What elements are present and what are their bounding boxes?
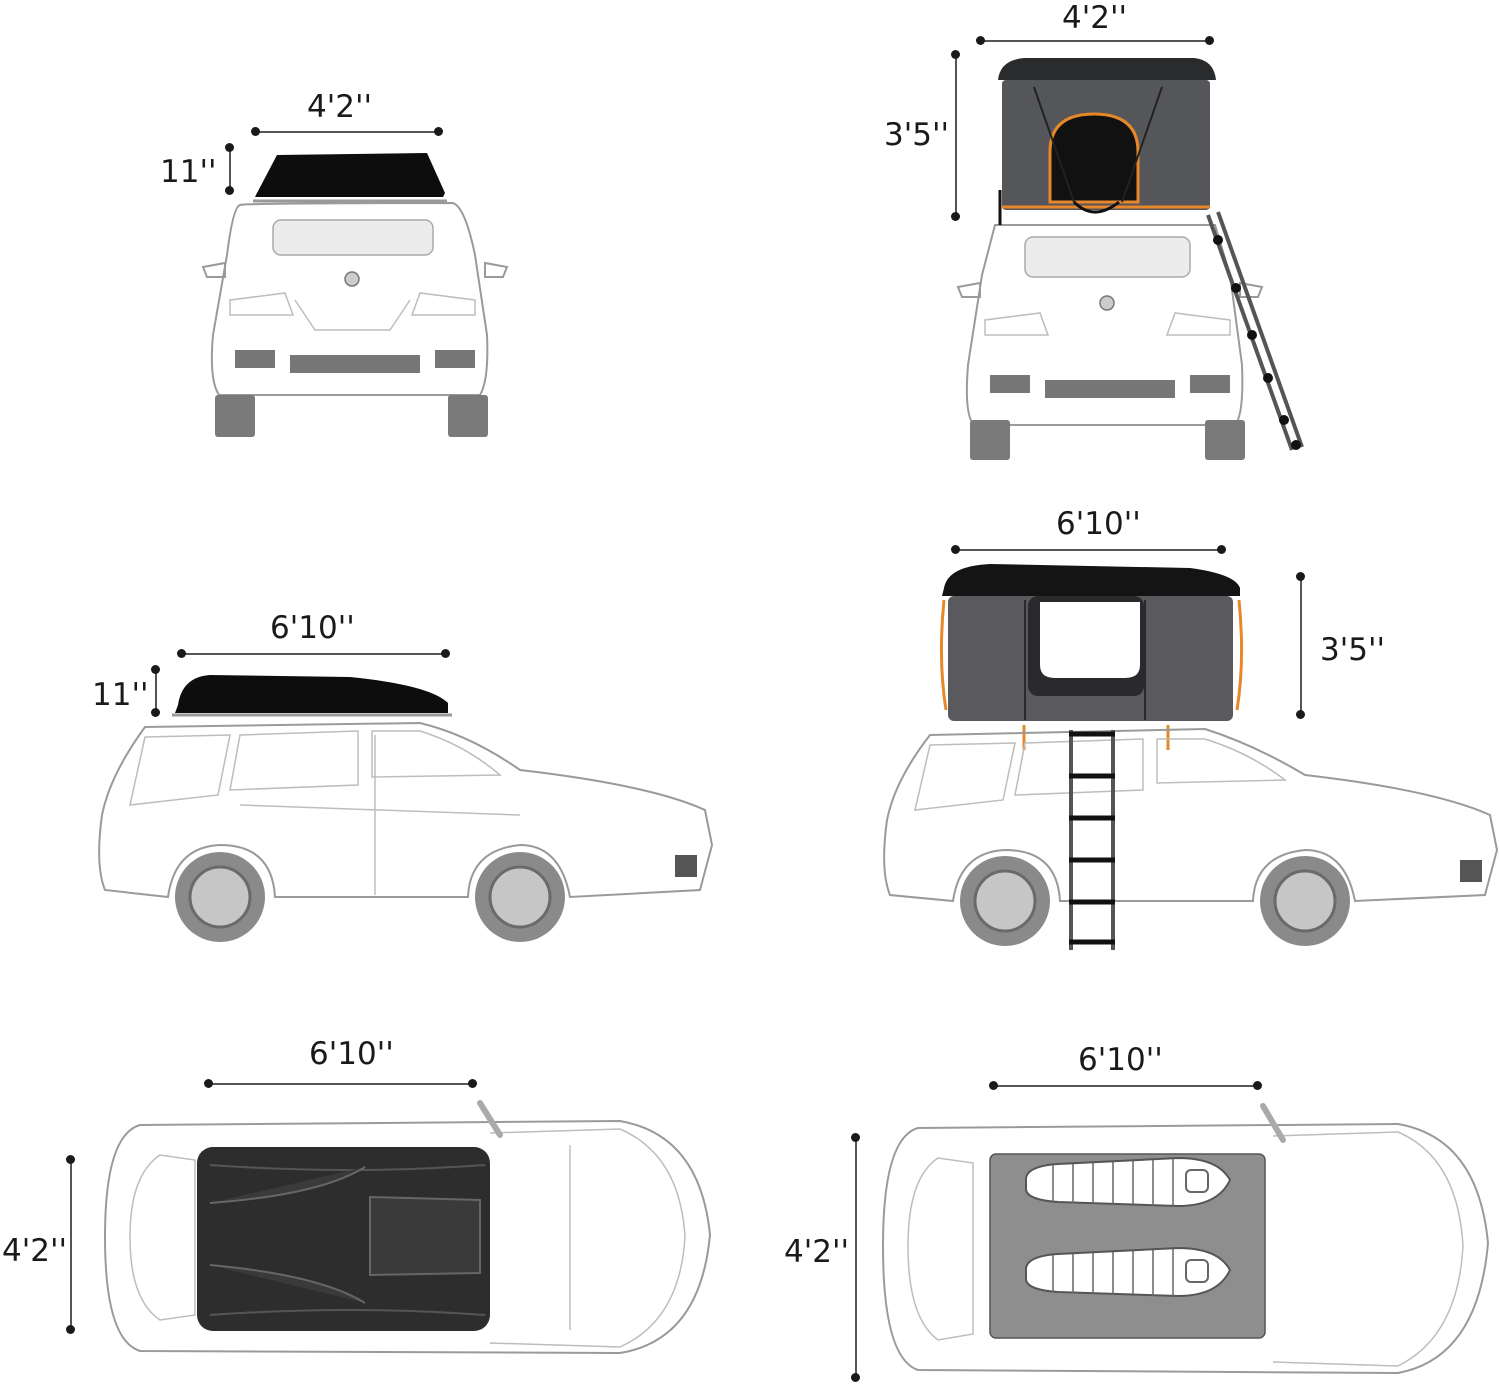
panel-closed-side: 6'10'' 11'' <box>0 490 750 960</box>
car-top-view-icon <box>103 1100 712 1355</box>
dimension-endpoint <box>976 36 985 45</box>
length-label: 6'10'' <box>1056 506 1141 542</box>
tent-open-side-icon <box>939 564 1244 750</box>
height-dimension-line <box>1300 577 1302 715</box>
dimension-endpoint <box>225 186 234 195</box>
dimension-endpoint <box>851 1133 860 1142</box>
car-top-view-icon <box>881 1103 1490 1375</box>
dimension-endpoint <box>951 212 960 221</box>
height-label: 3'5'' <box>1320 632 1386 668</box>
width-label: 4'2'' <box>784 1234 850 1270</box>
dimension-endpoint <box>251 127 260 136</box>
sleeping-bag-icon <box>1025 1156 1232 1208</box>
height-label: 11'' <box>92 677 149 713</box>
car-side-view-icon <box>98 675 714 942</box>
width-dimension-line <box>255 131 440 133</box>
dimension-endpoint <box>1217 545 1226 554</box>
car-side-view-icon <box>883 727 1499 946</box>
length-label: 6'10'' <box>1078 1042 1163 1078</box>
dimension-endpoint <box>151 665 160 674</box>
dimension-endpoint <box>66 1155 75 1164</box>
height-dimension-line <box>229 148 231 191</box>
dimension-endpoint <box>434 127 443 136</box>
ladder-icon <box>1206 211 1304 451</box>
ladder-icon <box>1069 730 1115 950</box>
width-dimension-line <box>980 40 1210 42</box>
length-dimension-line <box>181 653 446 655</box>
dimension-endpoint <box>151 708 160 717</box>
length-dimension-line <box>993 1085 1258 1087</box>
panel-closed-rear: 4'2'' 11'' <box>0 0 750 470</box>
length-label: 6'10'' <box>309 1036 394 1072</box>
car-rear-view-icon <box>956 190 1264 460</box>
width-label: 4'2'' <box>2 1233 68 1269</box>
dimension-endpoint <box>951 545 960 554</box>
panel-open-rear: 4'2'' 3'5'' <box>750 0 1500 470</box>
length-dimension-line <box>208 1083 473 1085</box>
width-dimension-line <box>855 1138 857 1378</box>
width-label: 4'2'' <box>307 89 373 125</box>
dimension-endpoint <box>225 143 234 152</box>
dimension-endpoint <box>1205 36 1214 45</box>
dimension-endpoint <box>468 1079 477 1088</box>
length-label: 6'10'' <box>270 610 355 646</box>
height-label: 11'' <box>160 154 217 190</box>
tent-open-rear-icon <box>998 58 1216 214</box>
length-dimension-line <box>955 549 1222 551</box>
dimension-endpoint <box>204 1079 213 1088</box>
width-label: 4'2'' <box>1062 0 1128 36</box>
height-dimension-line <box>155 670 157 713</box>
dimension-endpoint <box>989 1081 998 1090</box>
dimension-endpoint <box>177 649 186 658</box>
width-dimension-line <box>70 1160 72 1330</box>
dimension-endpoint <box>851 1373 860 1382</box>
dimension-endpoint <box>1253 1081 1262 1090</box>
car-rear-view-icon <box>201 153 509 437</box>
dimension-endpoint <box>1296 710 1305 719</box>
panel-closed-top: 6'10'' 4'2'' <box>0 1000 750 1388</box>
panel-open-top: 6'10'' 4'2'' <box>750 1000 1500 1388</box>
dimension-endpoint <box>951 50 960 59</box>
dimension-endpoint <box>1296 572 1305 581</box>
dimension-endpoint <box>441 649 450 658</box>
height-label: 3'5'' <box>884 117 950 153</box>
height-dimension-line <box>955 55 957 217</box>
panel-open-side: 6'10'' 3'5'' <box>750 490 1500 960</box>
dimension-endpoint <box>66 1325 75 1334</box>
sleeping-bag-icon <box>1025 1246 1232 1298</box>
